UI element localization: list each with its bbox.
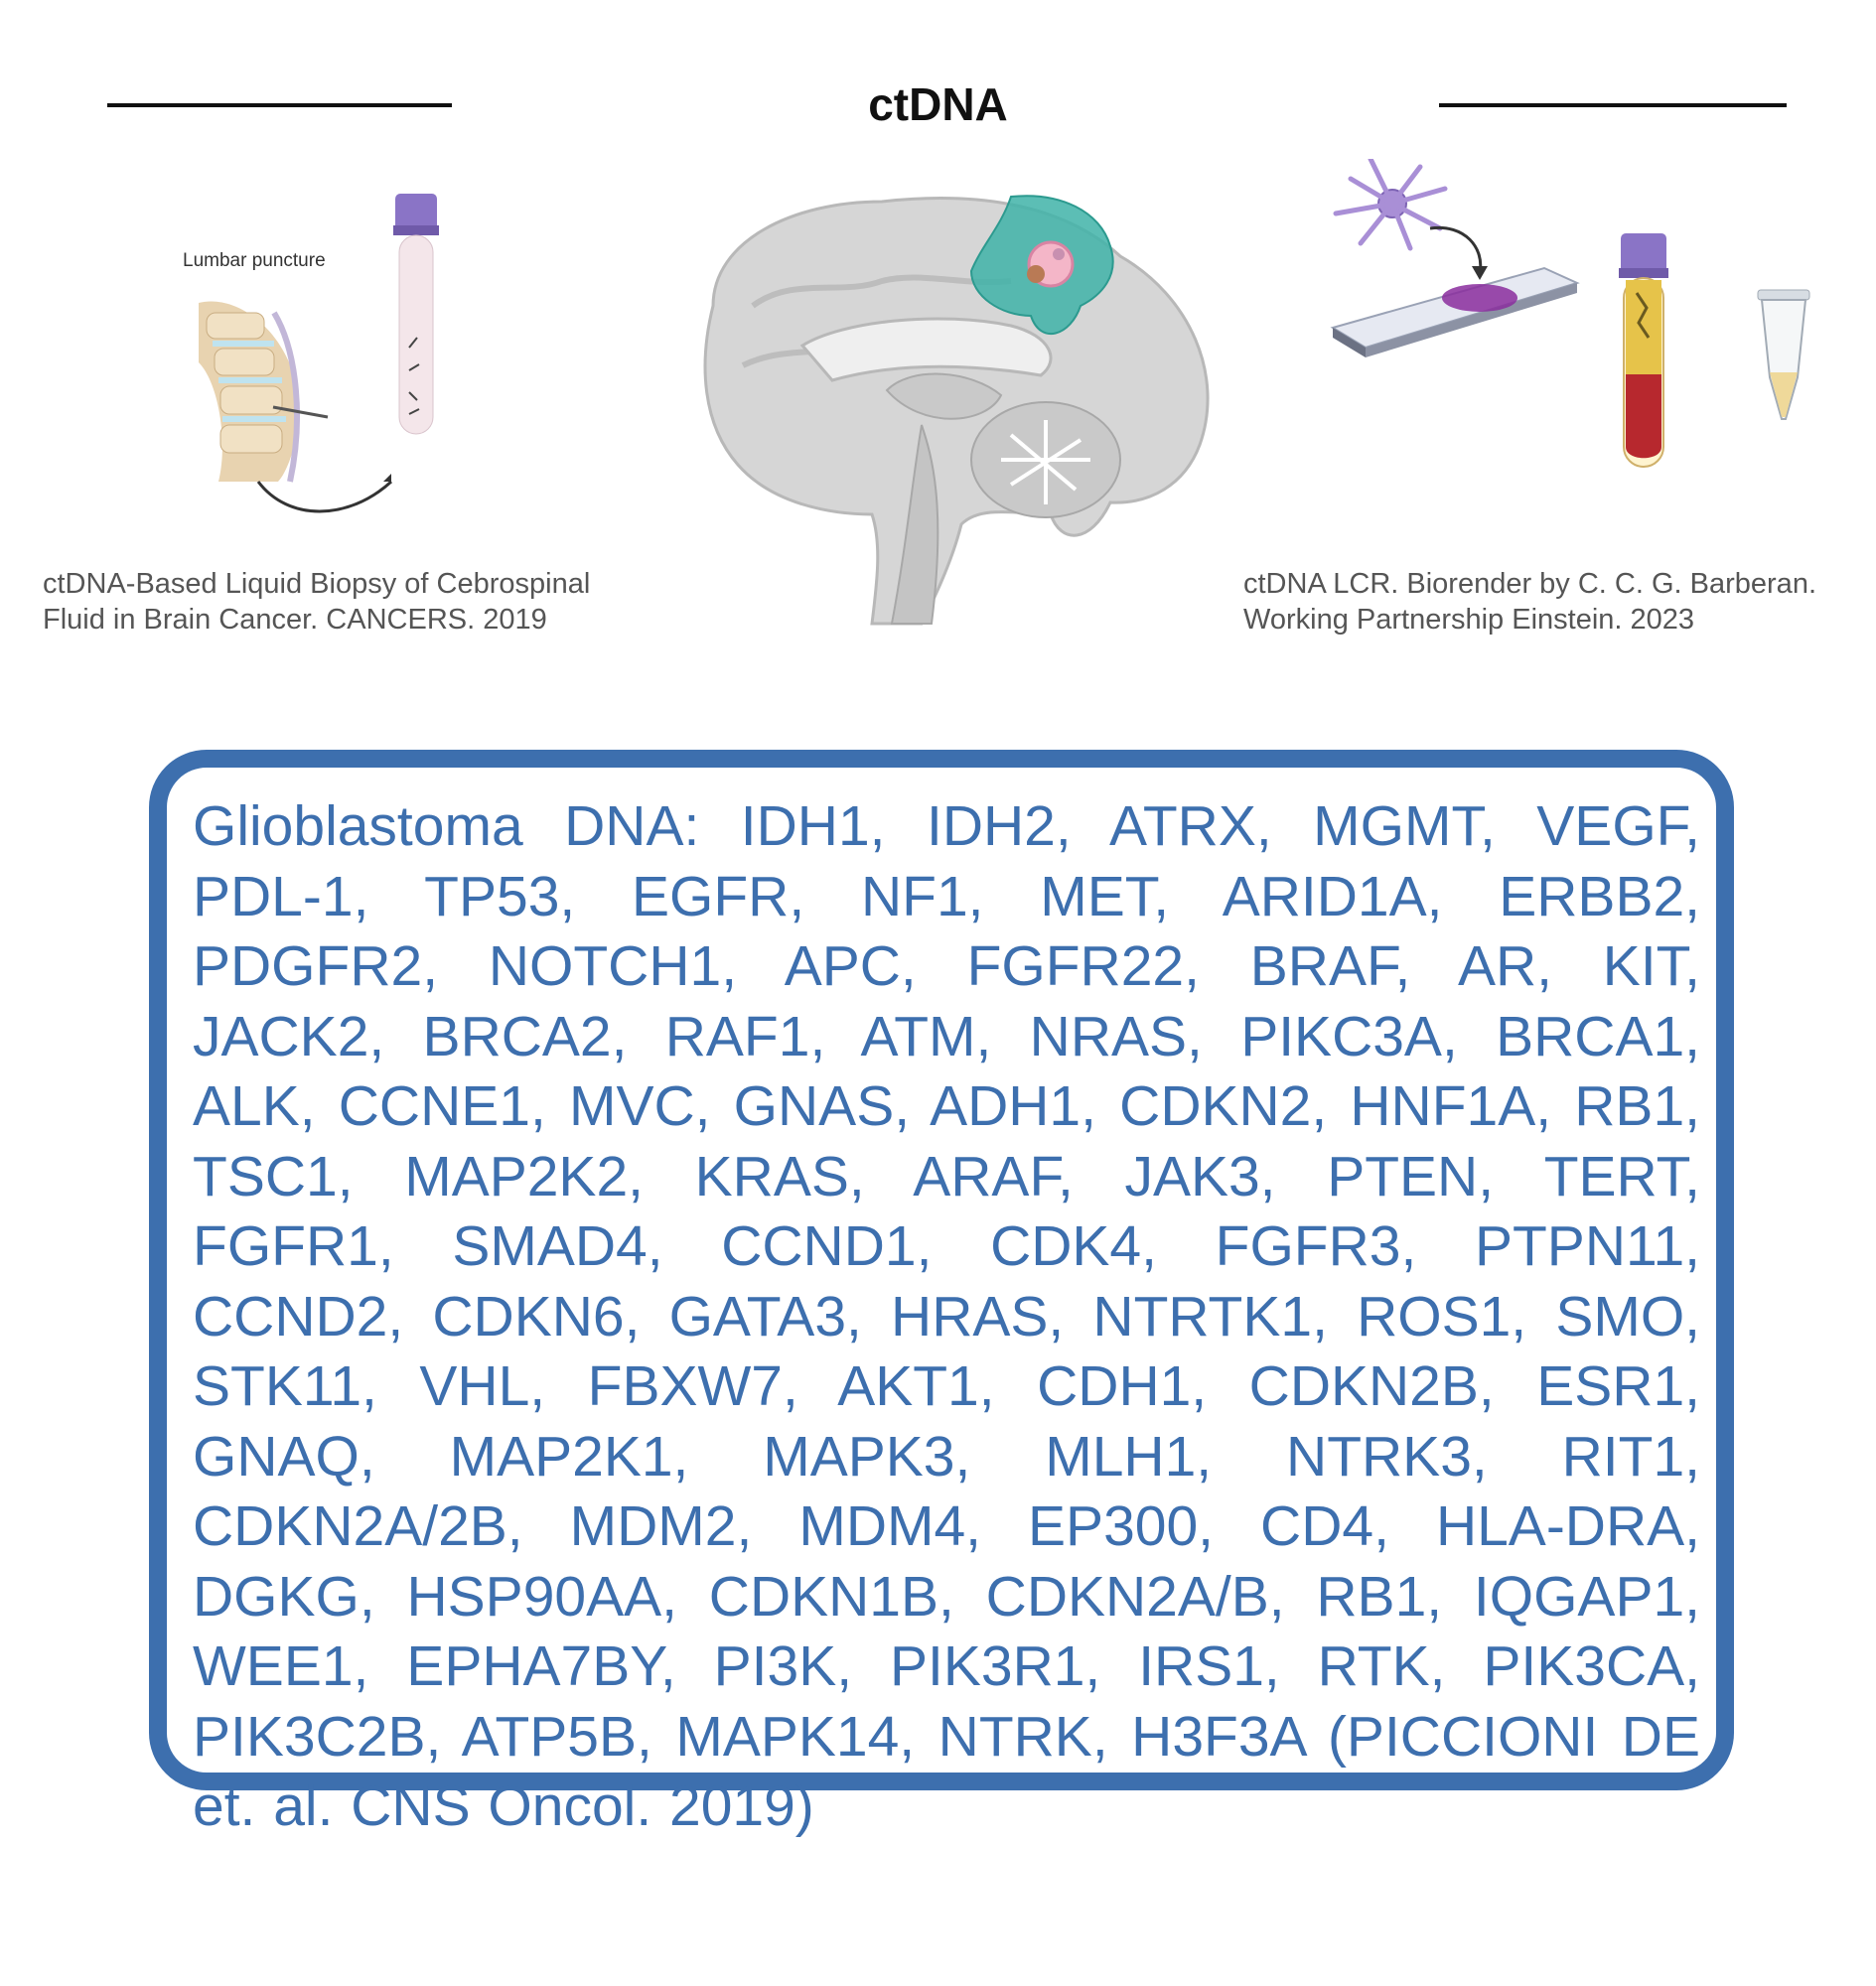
- left-caption-line2: Fluid in Brain Cancer. CANCERS. 2019: [43, 604, 547, 636]
- brain-figure: [703, 195, 1210, 626]
- right-caption-line1: ctDNA LCR. Biorender by C. C. G. Barbera…: [1243, 568, 1816, 600]
- lumbar-puncture-figure: Lumbar puncture: [183, 194, 439, 513]
- blood-tube-icon: [1619, 233, 1668, 468]
- gene-list-box: Glioblastoma DNA: IDH1, IDH2, ATRX, MGMT…: [149, 750, 1734, 1838]
- header-rule-right: [1439, 103, 1787, 107]
- arrow-icon: [256, 480, 393, 513]
- neuron-icon: [1333, 159, 1448, 251]
- microcentrifuge-tube-icon: [1757, 289, 1810, 420]
- left-caption-line1: ctDNA-Based Liquid Biopsy of Cebrospinal: [43, 568, 591, 600]
- brain-sagittal-icon: [703, 197, 1210, 626]
- blood-tube-icon: [393, 194, 439, 435]
- right-caption-line2: Working Partnership Einstein. 2023: [1243, 604, 1695, 636]
- lumbar-puncture-label: Lumbar puncture: [183, 250, 326, 271]
- cerebellum-icon: [970, 401, 1121, 518]
- tumor-icon: [969, 195, 1114, 336]
- gene-list-text: Glioblastoma DNA: IDH1, IDH2, ATRX, MGMT…: [193, 794, 1700, 1838]
- microscope-slide-icon: [1330, 266, 1580, 357]
- sample-processing-figure: [1330, 159, 1810, 468]
- arrow-icon: [1429, 225, 1483, 274]
- header-rule-left: [107, 103, 452, 107]
- right-figure-caption: ctDNA LCR. Biorender by C. C. G. Barbera…: [1243, 566, 1849, 638]
- needle-icon: [272, 405, 329, 419]
- page-title: ctDNA: [868, 78, 1008, 130]
- left-figure-caption: ctDNA-Based Liquid Biopsy of Cebrospinal…: [43, 566, 655, 638]
- spine-icon: [199, 301, 300, 483]
